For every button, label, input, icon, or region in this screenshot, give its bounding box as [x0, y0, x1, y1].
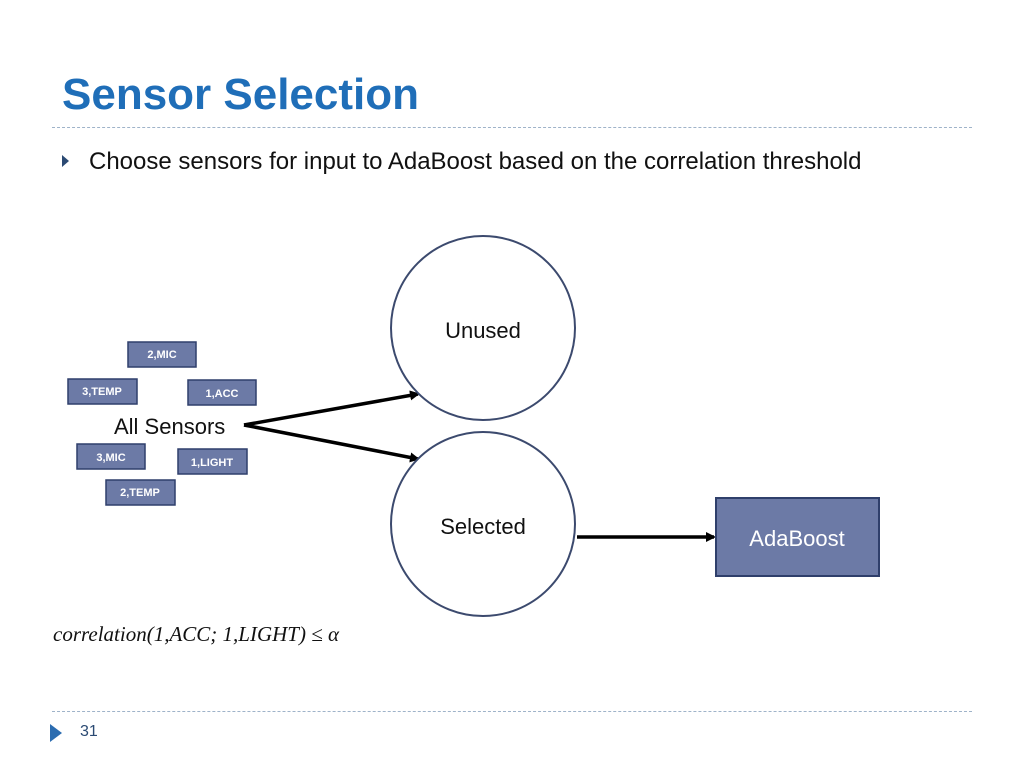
sensor-tag-2-temp: 2,TEMP: [105, 479, 176, 506]
arrow-to-selected: [243, 423, 420, 463]
sensor-tag-1-light: 1,LIGHT: [177, 448, 248, 475]
arrow-to-unused: [243, 390, 420, 427]
page-number: 31: [80, 723, 98, 740]
title-divider: [52, 127, 972, 128]
footer-divider: [52, 711, 972, 712]
correlation-formula: correlation(1,ACC; 1,LIGHT) ≤ α: [53, 622, 340, 646]
sensor-tag-label: 1,LIGHT: [191, 457, 233, 469]
unused-label: Unused: [445, 318, 521, 343]
bullet-point: Choose sensors for input to AdaBoost bas…: [62, 146, 942, 178]
selected-node: Selected: [390, 431, 576, 617]
sensor-tag-2-mic: 2,MIC: [127, 341, 197, 368]
sensor-tag-label: 2,TEMP: [120, 487, 160, 499]
adaboost-label: AdaBoost: [749, 526, 844, 551]
selected-label: Selected: [440, 514, 526, 539]
sensor-tag-label: 2,MIC: [147, 349, 176, 361]
sensor-tag-3-mic: 3,MIC: [76, 443, 146, 470]
triangle-bullet-icon: [62, 155, 69, 167]
adaboost-box: AdaBoost: [715, 497, 880, 577]
sensor-tag-label: 3,TEMP: [82, 386, 122, 398]
bullet-text: Choose sensors for input to AdaBoost bas…: [89, 148, 862, 175]
sensor-tag-label: 1,ACC: [205, 388, 238, 400]
unused-node: Unused: [390, 235, 576, 421]
all-sensors-label: All Sensors: [114, 414, 225, 439]
sensor-tag-1-acc: 1,ACC: [187, 379, 257, 406]
sensor-tag-label: 3,MIC: [96, 452, 125, 464]
slide-title: Sensor Selection: [62, 70, 420, 119]
sensor-tag-3-temp: 3,TEMP: [67, 378, 138, 405]
triangle-marker-icon: [50, 724, 62, 742]
